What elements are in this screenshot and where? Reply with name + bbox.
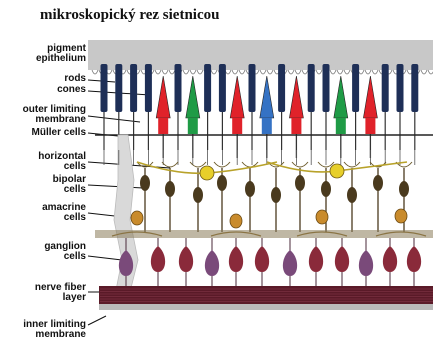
cone bbox=[156, 76, 170, 118]
rod bbox=[101, 64, 108, 112]
epithelium-process bbox=[295, 70, 301, 74]
rod bbox=[352, 64, 359, 112]
epithelium-process bbox=[337, 70, 343, 74]
epithelium-process bbox=[169, 70, 175, 74]
bipolar-dendrite bbox=[292, 162, 308, 167]
ganglion-cell bbox=[283, 250, 297, 276]
epithelium-process bbox=[232, 70, 238, 74]
rod bbox=[382, 64, 389, 112]
rod bbox=[130, 64, 137, 112]
cone-inner-segment bbox=[232, 118, 242, 134]
bipolar-cell bbox=[271, 187, 281, 203]
cone-inner-segment bbox=[188, 118, 198, 134]
rod bbox=[323, 64, 330, 112]
amacrine-cell bbox=[230, 214, 242, 228]
rod bbox=[145, 64, 152, 112]
inner-plexiform-layer bbox=[95, 230, 433, 238]
cone-inner-segment bbox=[262, 118, 272, 134]
bipolar-dendrite bbox=[344, 162, 360, 167]
rod bbox=[204, 64, 211, 112]
epithelium-process bbox=[330, 70, 336, 74]
horizontal-cells bbox=[137, 162, 407, 180]
cone bbox=[334, 76, 348, 118]
pigment-epithelium bbox=[88, 40, 433, 70]
ganglion-cells bbox=[119, 238, 421, 288]
ganglion-cell bbox=[151, 246, 165, 272]
bipolar-cell bbox=[295, 175, 305, 191]
cone bbox=[363, 76, 377, 118]
rod bbox=[278, 64, 285, 112]
epithelium-process bbox=[316, 70, 322, 74]
rod bbox=[175, 64, 182, 112]
horizontal-cell bbox=[200, 166, 214, 180]
bipolar-dendrite bbox=[190, 162, 206, 167]
epithelium-process bbox=[162, 70, 168, 74]
rod bbox=[219, 64, 226, 112]
ganglion-cell bbox=[255, 246, 269, 272]
cone bbox=[186, 76, 200, 118]
ganglion-cell bbox=[205, 250, 219, 276]
cone bbox=[289, 76, 303, 118]
bipolar-cell bbox=[245, 181, 255, 197]
rod bbox=[249, 64, 256, 112]
ganglion-cell bbox=[383, 246, 397, 272]
epithelium-process bbox=[267, 70, 273, 74]
rod bbox=[308, 64, 315, 112]
epithelium-process bbox=[372, 70, 378, 74]
bipolar-cell bbox=[140, 175, 150, 191]
ganglion-cell bbox=[229, 246, 243, 272]
bipolar-dendrite bbox=[162, 162, 178, 167]
ganglion-cell bbox=[309, 246, 323, 272]
epithelium-process bbox=[239, 70, 245, 74]
cone-inner-segment bbox=[365, 118, 375, 134]
ganglion-cell bbox=[179, 246, 193, 272]
epithelium-process bbox=[183, 70, 189, 74]
bipolar-cell bbox=[347, 187, 357, 203]
amacrine-cell bbox=[131, 211, 143, 225]
epithelium-process bbox=[92, 70, 98, 74]
rod bbox=[115, 64, 122, 112]
cone-inner-segment bbox=[158, 118, 168, 134]
inner-limiting-membrane bbox=[99, 304, 433, 310]
cone bbox=[230, 76, 244, 118]
epithelium-process bbox=[260, 70, 266, 74]
amacrine-cells bbox=[95, 209, 433, 238]
horizontal-cell bbox=[330, 164, 344, 178]
ganglion-cell bbox=[359, 250, 373, 276]
epithelium-process bbox=[211, 70, 217, 74]
photoreceptor-layer bbox=[101, 64, 419, 158]
epithelium-process bbox=[197, 70, 203, 74]
bipolar-cell bbox=[373, 175, 383, 191]
rod bbox=[397, 64, 404, 112]
ganglion-cell bbox=[407, 246, 421, 272]
epithelium-process bbox=[421, 70, 427, 74]
rod bbox=[411, 64, 418, 112]
bipolar-cell bbox=[399, 181, 409, 197]
bipolar-cell bbox=[165, 181, 175, 197]
bipolar-cell bbox=[217, 175, 227, 191]
bipolar-cell bbox=[193, 187, 203, 203]
epithelium-process bbox=[288, 70, 294, 74]
cone-inner-segment bbox=[336, 118, 346, 134]
epithelium-process bbox=[155, 70, 161, 74]
cone-inner-segment bbox=[291, 118, 301, 134]
amacrine-cell bbox=[395, 209, 407, 223]
epithelium-process bbox=[365, 70, 371, 74]
epithelium-process bbox=[428, 70, 433, 74]
epithelium-process bbox=[344, 70, 350, 74]
amacrine-cell bbox=[316, 210, 328, 224]
bipolar-cell bbox=[321, 181, 331, 197]
cone bbox=[260, 76, 274, 118]
ganglion-cell bbox=[335, 246, 349, 272]
epithelium-process bbox=[190, 70, 196, 74]
epithelium-process bbox=[302, 70, 308, 74]
bipolar-layer bbox=[104, 150, 415, 232]
